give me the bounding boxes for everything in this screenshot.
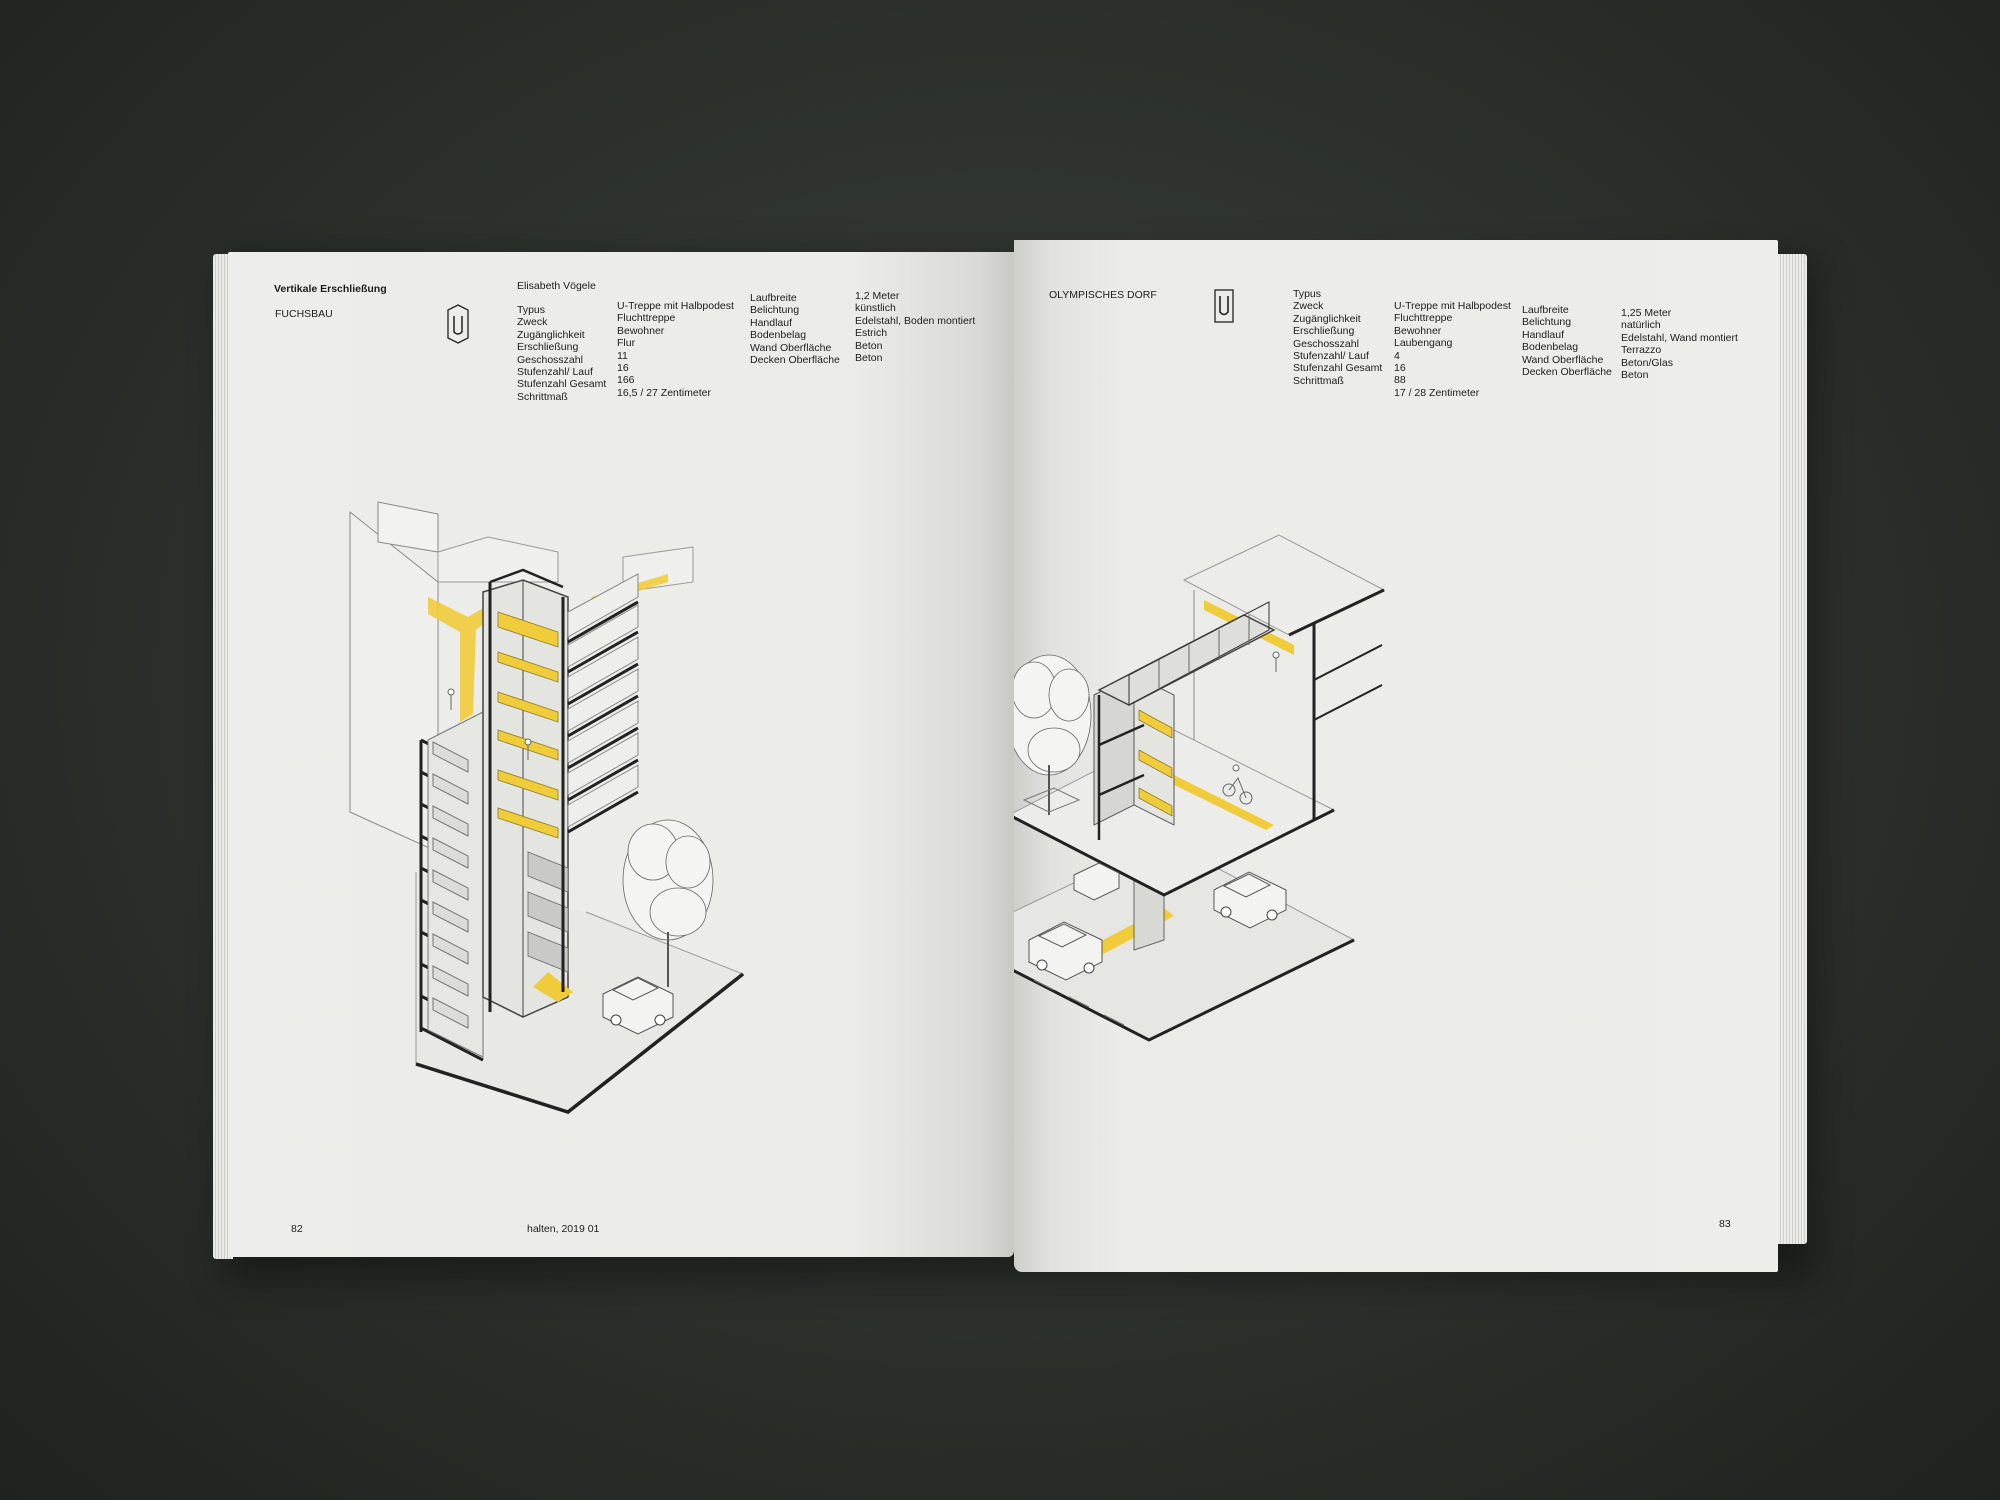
page-number-right: 83 (1719, 1218, 1731, 1230)
u-stair-icon (447, 304, 469, 344)
left-page: Vertikale Erschließung FUCHSBAU Elisabet… (228, 252, 1014, 1257)
fuchsbau-isometric-drawing (228, 252, 1014, 1257)
building-name: FUCHSBAU (275, 308, 333, 320)
page-number-left: 82 (291, 1223, 303, 1235)
building-name-right: OLYMPISCHES DORF (1049, 289, 1157, 301)
olympisches-dorf-isometric-drawing (1014, 240, 1778, 1272)
footer-issue: halten, 2019 01 (527, 1223, 600, 1235)
u-stair-icon (1214, 289, 1234, 323)
author-name: Elisabeth Vögele (517, 280, 596, 292)
section-title: Vertikale Erschließung (274, 283, 387, 295)
